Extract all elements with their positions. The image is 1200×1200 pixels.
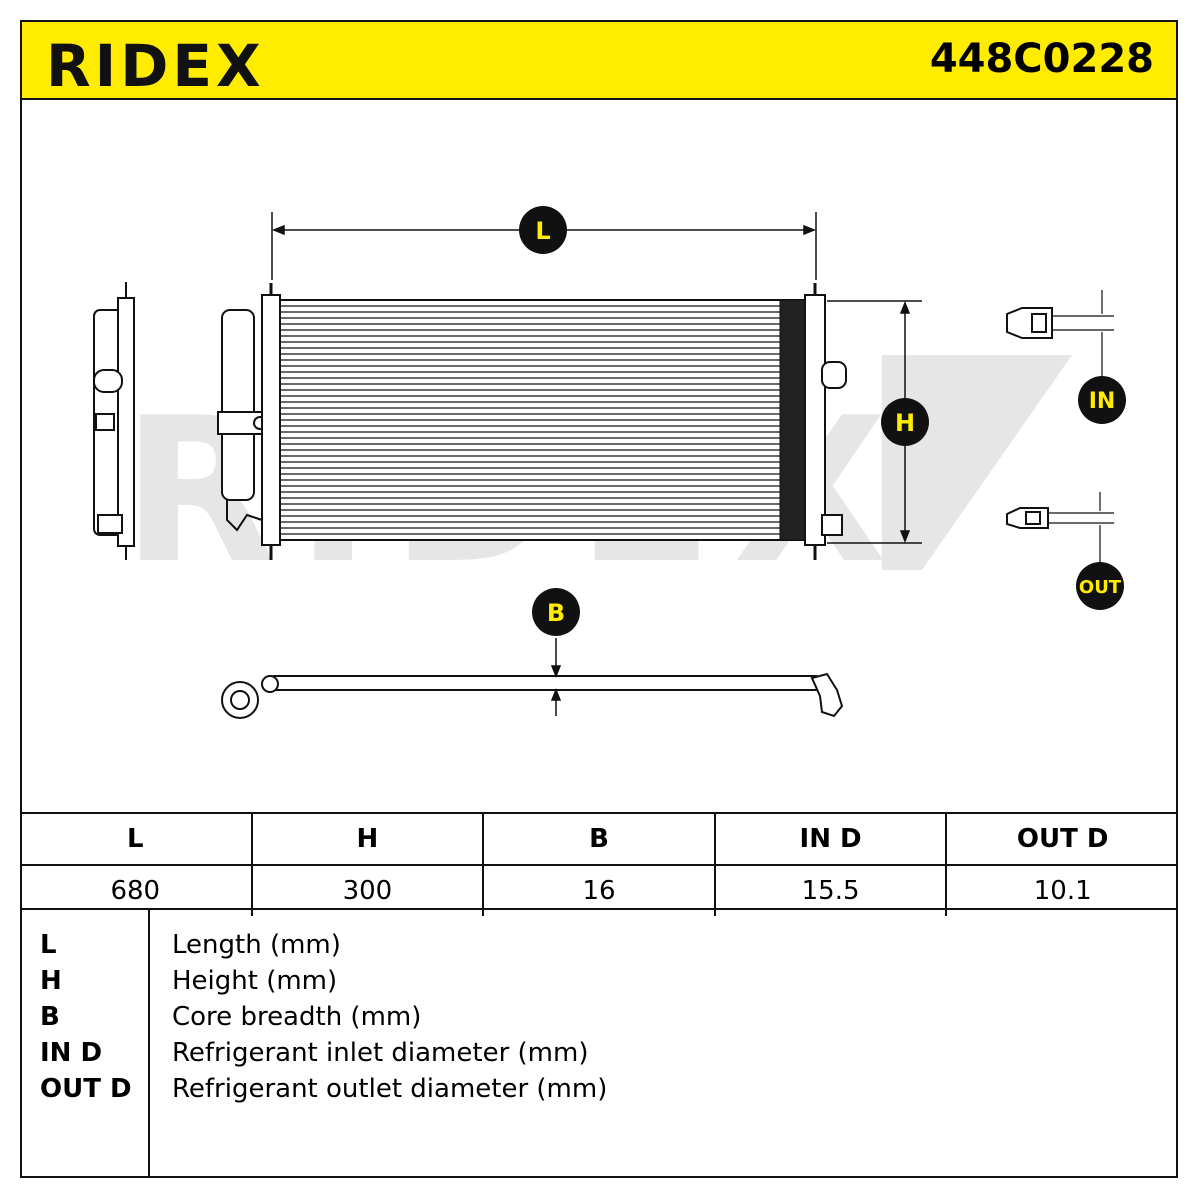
breadth-label: B [547,599,565,627]
legend-key: L [40,930,57,960]
inlet-fitting [1006,290,1114,380]
side-view [93,282,135,560]
legend-desc: Refrigerant outlet diameter (mm) [172,1074,608,1104]
legend-desc: Core breadth (mm) [172,1002,422,1032]
legend-key: IN D [40,1038,103,1068]
spec-header-cell: IN D [714,814,948,866]
spec-value-row: 680 300 16 15.5 10.1 [20,865,1178,916]
breadth-dimension [550,638,562,716]
condenser-core [261,283,847,560]
spec-value-cell: 300 [251,865,485,916]
legend-desc: Height (mm) [172,966,338,996]
length-marker: L [519,206,567,254]
spec-value-cell: 16 [483,865,716,916]
height-marker: H [881,398,929,446]
condenser-drawing: RIDEX [93,206,1126,719]
spec-header-cell: OUT D [946,814,1178,866]
spec-value-cell: 15.5 [714,865,948,916]
legend-row: OUT D Refrigerant outlet diameter (mm) [20,1074,1178,1110]
legend-key: OUT D [40,1074,132,1104]
legend-row: B Core breadth (mm) [20,1002,1178,1038]
watermark-slash [882,355,1072,570]
inlet-label: IN [1089,389,1116,414]
legend-key: B [40,1002,60,1032]
legend-row: IN D Refrigerant inlet diameter (mm) [20,1038,1178,1074]
part-number: 448C0228 [929,36,1154,82]
spec-table: L H B IN D OUT D 680 300 16 15.5 10.1 [20,812,1178,916]
legend: L Length (mm) H Height (mm) B Core bread… [20,910,1178,1178]
breadth-marker: B [532,588,580,636]
outlet-fitting [1006,492,1114,562]
legend-desc: Refrigerant inlet diameter (mm) [172,1038,589,1068]
brand-text: RIDEX [46,32,265,96]
spec-value-cell: 680 [20,865,253,916]
inlet-marker: IN [1078,376,1126,424]
outlet-label: OUT [1079,577,1122,598]
length-label: L [535,217,550,245]
header-bar: RIDEX 448C0228 [20,20,1178,100]
legend-key: H [40,966,62,996]
receiver-drier [217,309,271,532]
breadth-view [221,672,844,719]
ridex-logo: RIDEX [46,32,265,96]
legend-divider [148,910,150,1178]
legend-row: H Height (mm) [20,966,1178,1002]
spec-header-cell: H [251,814,485,866]
spec-value-cell: 10.1 [1033,876,1092,906]
spec-header-cell: B [483,814,716,866]
height-label: H [895,409,915,437]
spec-header-cell: L [20,814,253,866]
legend-row: L Length (mm) [20,930,1178,966]
legend-desc: Length (mm) [172,930,341,960]
spec-header-row: L H B IN D OUT D [20,814,1178,866]
outlet-marker: OUT [1076,562,1124,610]
